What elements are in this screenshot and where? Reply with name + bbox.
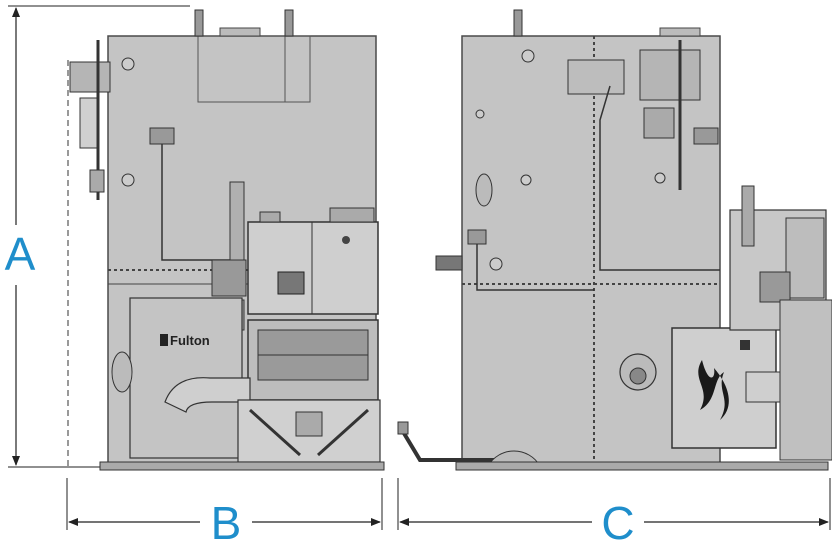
right-view-burner-label: [740, 340, 750, 350]
right-view-conduit-1: [476, 244, 594, 291]
right-view-port-2: [489, 257, 503, 271]
right-view-top-valve: [513, 9, 523, 37]
right-view-sight-glass: [475, 173, 493, 207]
left-view-skid: [99, 461, 385, 471]
left-view-control-panel: [247, 221, 379, 315]
right-view-switch-box: [693, 127, 719, 145]
logo-mark-icon: [160, 334, 168, 346]
right-view-side-control-box: [785, 217, 825, 299]
control-panel-lock: [342, 236, 350, 244]
right-view-upper-trim: [639, 40, 719, 190]
right-view-port-1: [521, 49, 535, 63]
right-view-drain-pipe: [400, 428, 498, 462]
dimension-a: A: [5, 5, 190, 468]
right-view-inspection-panel: [567, 59, 625, 95]
dimension-c-label: C: [601, 497, 634, 548]
gas-train-valve-body: [211, 259, 247, 297]
right-view-gas-pipe: [741, 185, 755, 247]
right-view-side-valve: [435, 255, 463, 271]
base-brace-2: [316, 408, 370, 457]
right-view-drain-valve: [397, 421, 409, 435]
left-side-view: Fulton: [67, 9, 385, 471]
right-side-view: [397, 9, 832, 471]
control-panel-vent: [259, 211, 281, 223]
left-view-gauge-1: [121, 57, 135, 71]
dimension-c: C: [397, 478, 831, 548]
left-view-lower-valve: [89, 169, 105, 193]
left-view-gauge-2: [121, 173, 135, 187]
right-view-handhole-cover: [629, 367, 647, 385]
dimension-a-label: A: [5, 228, 36, 280]
left-view-top-valve-2: [284, 9, 294, 37]
right-view-burner-body: [779, 299, 832, 461]
right-view-skid: [455, 461, 829, 471]
right-view-conduit-2: [599, 85, 720, 271]
left-view-sight-port: [111, 351, 133, 393]
brand-logo: Fulton: [170, 333, 210, 348]
right-view-bolt-1: [475, 109, 485, 119]
left-view-top-cap: [219, 27, 261, 37]
left-view-top-valve-1: [194, 9, 204, 37]
left-view-junction-box: [149, 127, 175, 145]
water-column-fittings: [69, 61, 111, 93]
right-view-bolt-3: [654, 172, 666, 184]
dimension-b: B: [66, 478, 383, 548]
right-view-strainer: [643, 107, 675, 139]
dimension-b-label: B: [211, 497, 242, 548]
base-brace-1: [248, 408, 302, 457]
flame-logo-icon: [698, 360, 729, 420]
water-column-glass: [79, 97, 99, 149]
right-view-bolt-2: [520, 174, 532, 186]
left-view-water-column: [69, 40, 135, 200]
right-view-top-cap: [659, 27, 701, 37]
base-center-block: [295, 411, 323, 437]
control-panel-top-bracket: [329, 207, 375, 223]
right-view-junction-box: [467, 229, 487, 245]
control-panel-display: [277, 271, 305, 295]
right-view-valve-cluster: [639, 49, 701, 101]
right-view-gas-valve: [759, 271, 791, 303]
